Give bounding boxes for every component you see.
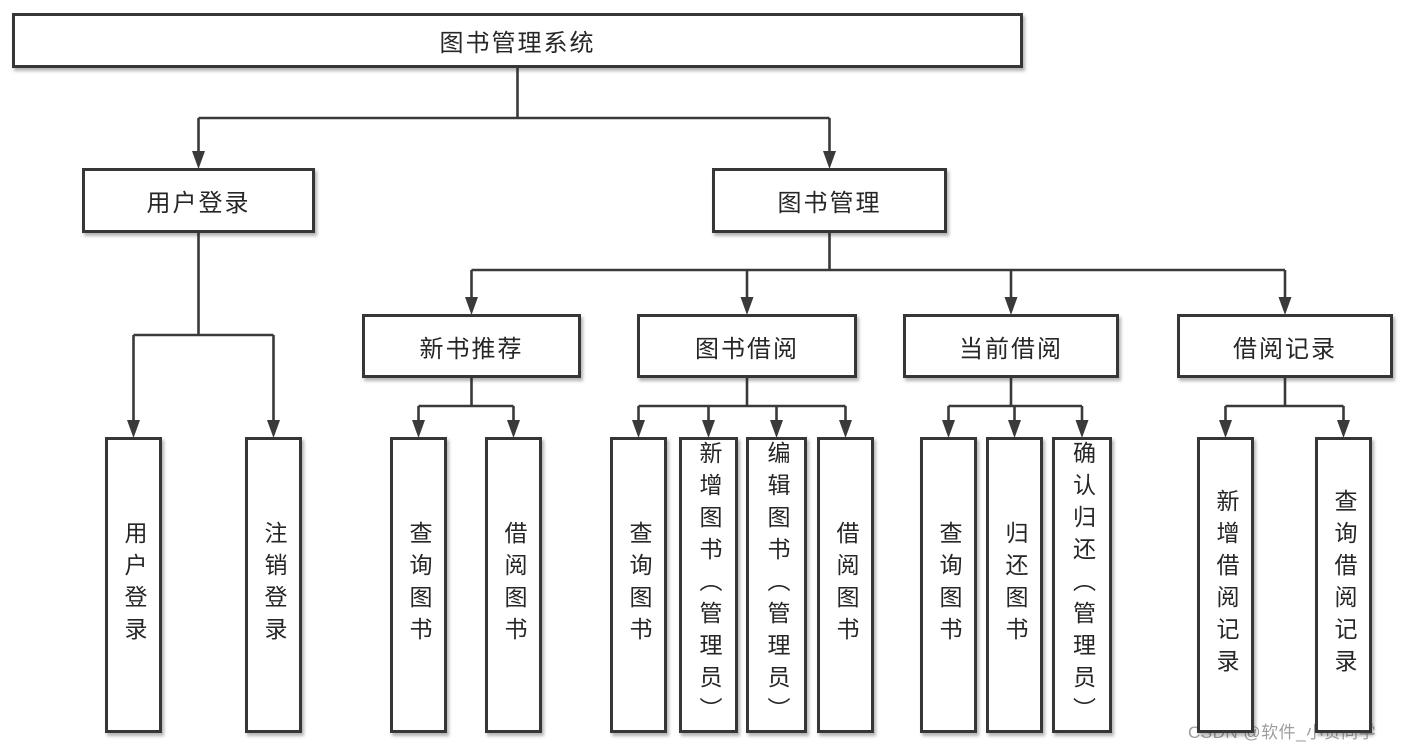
node-leaf-query-book-3-label: 查询图书 <box>936 521 962 649</box>
node-book-borrow-label: 图书借阅 <box>695 335 799 363</box>
node-leaf-add-record-label: 新增借阅记录 <box>1213 489 1239 681</box>
node-leaf-user-login-label: 用户登录 <box>121 521 147 649</box>
arrowhead-icon <box>1008 420 1021 438</box>
node-leaf-query-book-1-label: 查询图书 <box>406 521 432 649</box>
node-leaf-query-book-2: 查询图书 <box>610 437 667 733</box>
arrowhead-icon <box>1004 297 1018 315</box>
node-leaf-add-book: 新增图书（管理员） <box>679 437 738 733</box>
node-new-book-rec-label: 新书推荐 <box>419 335 524 363</box>
arrowhead-icon <box>740 297 754 315</box>
node-book-mgmt-label: 图书管理 <box>777 190 882 217</box>
node-leaf-logout-label: 注销登录 <box>261 521 287 649</box>
arrowhead-icon <box>465 297 478 315</box>
node-leaf-confirm-return-label: 确认归还（管理员） <box>1069 441 1096 729</box>
node-user-login-label: 用户登录 <box>146 190 251 217</box>
arrowhead-icon <box>1075 420 1089 438</box>
arrowhead-icon <box>127 420 140 438</box>
node-current-borrow: 当前借阅 <box>903 314 1119 378</box>
node-new-book-rec: 新书推荐 <box>362 314 581 378</box>
node-leaf-return-book: 归还图书 <box>986 437 1043 733</box>
node-leaf-query-record-label: 查询借阅记录 <box>1331 489 1357 681</box>
arrowhead-icon <box>1278 297 1292 315</box>
node-leaf-logout: 注销登录 <box>245 437 302 733</box>
arrowhead-icon <box>267 420 280 438</box>
arrowhead-icon <box>702 420 715 438</box>
node-book-borrow: 图书借阅 <box>637 314 857 378</box>
node-leaf-borrow-book-1: 借阅图书 <box>485 437 542 733</box>
node-leaf-edit-book: 编辑图书（管理员） <box>746 437 807 733</box>
arrowhead-icon <box>823 151 836 169</box>
node-leaf-user-login: 用户登录 <box>105 437 162 733</box>
node-user-login: 用户登录 <box>82 168 315 233</box>
arrowhead-icon <box>192 151 205 169</box>
arrowhead-icon <box>942 420 955 438</box>
arrowhead-icon <box>632 420 645 438</box>
node-leaf-borrow-book-1-label: 借阅图书 <box>501 521 527 649</box>
arrowhead-icon <box>839 420 852 438</box>
node-book-mgmt: 图书管理 <box>712 168 947 233</box>
arrowhead-icon <box>1219 420 1232 438</box>
node-borrow-records-label: 借阅记录 <box>1233 335 1337 363</box>
node-root-label: 图书管理系统 <box>439 30 596 57</box>
node-leaf-add-book-label: 新增图书（管理员） <box>696 441 722 729</box>
node-leaf-query-book-3: 查询图书 <box>920 437 977 733</box>
node-leaf-confirm-return: 确认归还（管理员） <box>1052 437 1112 733</box>
node-leaf-query-book-1: 查询图书 <box>390 437 447 733</box>
arrowhead-icon <box>1337 420 1350 438</box>
node-borrow-records: 借阅记录 <box>1177 314 1393 378</box>
arrowhead-icon <box>770 420 783 438</box>
node-current-borrow-label: 当前借阅 <box>959 335 1063 363</box>
arrowhead-icon <box>412 420 425 438</box>
node-root: 图书管理系统 <box>12 13 1023 68</box>
node-leaf-query-book-2-label: 查询图书 <box>626 521 652 649</box>
node-leaf-add-record: 新增借阅记录 <box>1197 437 1254 733</box>
node-leaf-edit-book-label: 编辑图书（管理员） <box>764 441 790 729</box>
node-leaf-borrow-book-2: 借阅图书 <box>817 437 874 733</box>
node-leaf-return-book-label: 归还图书 <box>1002 521 1028 649</box>
node-leaf-borrow-book-2-label: 借阅图书 <box>833 521 859 649</box>
arrowhead-icon <box>507 420 520 438</box>
node-leaf-query-record: 查询借阅记录 <box>1315 437 1372 733</box>
